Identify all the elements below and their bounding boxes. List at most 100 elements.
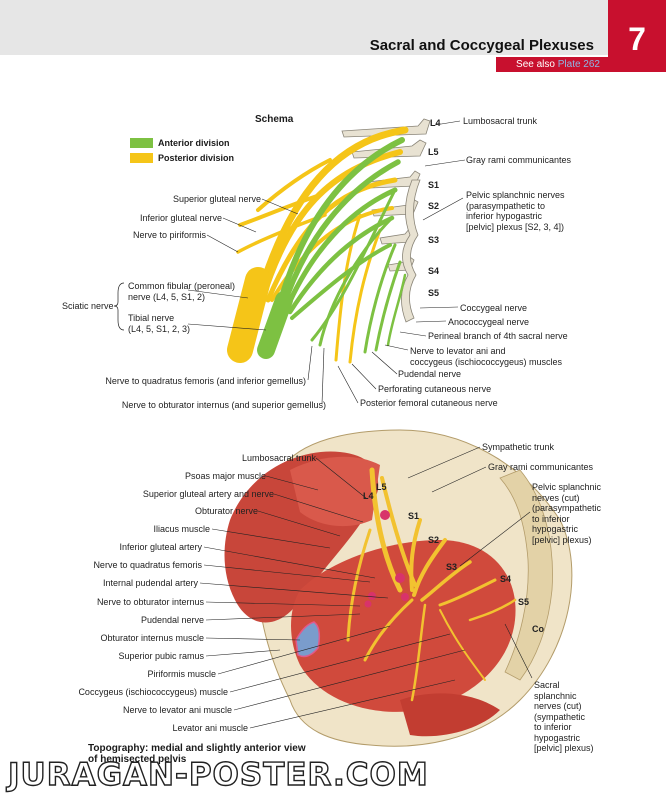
sacrum-section xyxy=(499,469,553,681)
level-s2: S2 xyxy=(428,201,440,211)
topo-label-sympathetic-trunk: Sympathetic trunk xyxy=(482,442,555,452)
label-pelvic-splanchnic: Pelvic splanchnic nerves (parasympatheti… xyxy=(466,190,565,232)
common-fibular-line-1: Common fibular (peroneal) xyxy=(128,281,236,291)
pelvic-splanchnic-line-1: Pelvic splanchnic nerves xyxy=(466,190,565,200)
topo-level-co: Co xyxy=(532,624,544,634)
label-perineal-branch: Perineal branch of 4th sacral nerve xyxy=(428,331,568,341)
pelvic-splanchnic-line-2: (parasympathetic to xyxy=(466,200,546,211)
label-coccygeal-nerve: Coccygeal nerve xyxy=(460,303,528,313)
topo-label-nerve-to-obturator-internus: Nerve to obturator internus xyxy=(96,597,204,607)
topo-label-psoas-major: Psoas major muscle xyxy=(184,471,266,481)
label-nerve-to-piriformis: Nerve to piriformis xyxy=(132,230,206,240)
topo-level-s5: S5 xyxy=(518,597,530,607)
posterior-division-label: Posterior division xyxy=(158,153,235,163)
psoas-major-muscle xyxy=(290,456,380,527)
level-s3: S3 xyxy=(428,235,440,245)
label-perforating-cutaneous: Perforating cutaneous nerve xyxy=(378,384,492,394)
topography-vessels xyxy=(364,510,409,608)
pelvic-splanchnic-cut-line-4: to inferior xyxy=(532,513,570,524)
sacral-splanchnic-cut-line-4: (sympathetic xyxy=(534,711,586,722)
sacral-splanchnic-cut-line-1: Sacral xyxy=(534,680,560,690)
pelvic-splanchnic-cut-line-2: nerves (cut) xyxy=(532,492,580,503)
topo-label-coccygeus-muscle: Coccygeus (ischiococcygeus) muscle xyxy=(78,687,228,697)
label-tibial-nerve: Tibial nerve (L4, 5, S1, 2, 3) xyxy=(128,313,190,334)
label-nerve-to-quadratus: Nerve to quadratus femoris (and inferior… xyxy=(105,376,306,386)
topo-level-l5: L5 xyxy=(376,482,387,492)
levator-ani-line-2: coccygeus (ischiococcygeus) muscles xyxy=(410,356,563,367)
label-anococcygeal-nerve: Anococcygeal nerve xyxy=(448,317,530,327)
topo-level-s4: S4 xyxy=(500,574,512,584)
pelvic-splanchnic-line-3: inferior hypogastric xyxy=(466,211,543,221)
caption-line-2: of hemisected pelvis xyxy=(88,754,187,765)
levator-ani-line-1: Nerve to levator ani and xyxy=(410,346,506,356)
sacral-splanchnic-cut-line-2: splanchnic xyxy=(534,690,577,701)
label-inferior-gluteal: Inferior gluteal nerve xyxy=(139,213,222,223)
sciatic-brace xyxy=(113,282,125,331)
plate-number-tab: 7 xyxy=(608,0,666,72)
label-posterior-femoral-cutaneous: Posterior femoral cutaneous nerve xyxy=(360,398,498,408)
page-title: Sacral and Coccygeal Plexuses xyxy=(369,37,594,54)
pelvic-splanchnic-cut-line-1: Pelvic splanchnic xyxy=(532,482,602,492)
label-superior-gluteal: Superior gluteal nerve xyxy=(172,194,261,204)
schema-title: Schema xyxy=(255,114,294,125)
figure-caption: Topography: medial and slightly anterior… xyxy=(88,743,306,765)
tibial-line-1: Tibial nerve xyxy=(128,313,175,323)
topo-label-obturator-nerve: Obturator nerve xyxy=(194,506,258,516)
level-l5: L5 xyxy=(428,147,439,157)
level-s5: S5 xyxy=(428,288,440,298)
topo-label-nerve-to-quadratus: Nerve to quadratus femoris xyxy=(93,560,202,570)
see-also-banner: See also Plate 262 xyxy=(496,57,608,72)
label-levator-ani-nerve: Nerve to levator ani and coccygeus (isch… xyxy=(410,346,562,367)
anterior-division-label: Anterior division xyxy=(158,138,230,148)
sacral-splanchnic-cut-line-6: hypogastric xyxy=(534,732,581,743)
topo-label-superior-gluteal-artery-nerve: Superior gluteal artery and nerve xyxy=(142,489,274,499)
topo-label-piriformis-muscle: Piriformis muscle xyxy=(147,669,216,679)
obturator-canal xyxy=(295,621,321,658)
see-also-link[interactable]: Plate 262 xyxy=(557,59,600,70)
pelvic-splanchnic-cut-line-6: [pelvic] plexus) xyxy=(532,534,592,545)
topo-label-nerve-to-levator-ani: Nerve to levator ani muscle xyxy=(122,705,232,715)
label-sciatic-nerve: Sciatic nerve xyxy=(62,301,114,311)
label-nerve-to-obturator-internus: Nerve to obturator internus (and superio… xyxy=(121,400,326,410)
pelvic-splanchnic-line-4: [pelvic] plexus [S2, 3, 4]) xyxy=(466,221,565,232)
topography-leader-lines xyxy=(199,446,533,729)
topo-level-s3: S3 xyxy=(446,562,458,572)
topo-label-obturator-internus-muscle: Obturator internus muscle xyxy=(100,633,204,643)
label-common-fibular: Common fibular (peroneal) nerve (L4, 5, … xyxy=(128,281,235,302)
topo-level-s2: S2 xyxy=(428,535,440,545)
pelvic-splanchnic-cut-line-3: (parasympathetic xyxy=(532,503,602,513)
common-fibular-line-2: nerve (L4, 5, S1, 2) xyxy=(128,291,206,302)
anterior-division-nerves xyxy=(257,137,407,359)
topo-label-levator-ani-muscle: Levator ani muscle xyxy=(172,723,248,733)
label-pudendal-nerve: Pudendal nerve xyxy=(398,369,462,379)
level-l4: L4 xyxy=(430,118,441,128)
level-s1: S1 xyxy=(428,180,440,190)
topo-label-internal-pudendal-artery: Internal pudendal artery xyxy=(102,578,198,588)
sacral-splanchnic-cut-line-5: to inferior xyxy=(534,722,572,732)
topo-label-sacral-splanchnic-cut: Sacral splanchnic nerves (cut) (sympathe… xyxy=(534,680,594,754)
topo-label-inferior-gluteal-artery: Inferior gluteal artery xyxy=(119,542,202,552)
header-bar xyxy=(0,0,608,55)
schema-leader-lines xyxy=(187,120,466,405)
topo-level-l4: L4 xyxy=(363,491,374,501)
see-also-prefix: See also xyxy=(516,59,558,70)
posterior-division-swatch xyxy=(130,153,153,163)
topo-label-iliacus-muscle: Iliacus muscle xyxy=(153,524,210,534)
sacral-splanchnic-cut-line-7: [pelvic] plexus) xyxy=(534,743,594,753)
topo-label-gray-rami: Gray rami communicantes xyxy=(488,462,594,472)
topo-label-pudendal-nerve: Pudendal nerve xyxy=(140,615,204,625)
pelvic-splanchnic-cut-line-5: hypogastric xyxy=(532,524,579,534)
level-s4: S4 xyxy=(428,266,440,276)
topo-level-s1: S1 xyxy=(408,511,420,521)
tibial-line-2: (L4, 5, S1, 2, 3) xyxy=(128,323,191,334)
anterior-division-swatch xyxy=(130,138,153,148)
topography-nerves xyxy=(346,467,517,702)
pelvic-floor-muscles xyxy=(291,540,516,712)
levator-ani-muscle-shape xyxy=(400,693,500,737)
topo-label-pelvic-splanchnic-cut: Pelvic splanchnic nerves (cut) (parasymp… xyxy=(532,482,601,545)
caption-line-1: Topography: medial and slightly anterior… xyxy=(88,743,306,754)
label-lumbosacral-trunk: Lumbosacral trunk xyxy=(463,116,538,126)
watermark-text: JURAGAN-POSTER.COM xyxy=(7,756,429,793)
sacral-bone-outline xyxy=(401,179,421,323)
